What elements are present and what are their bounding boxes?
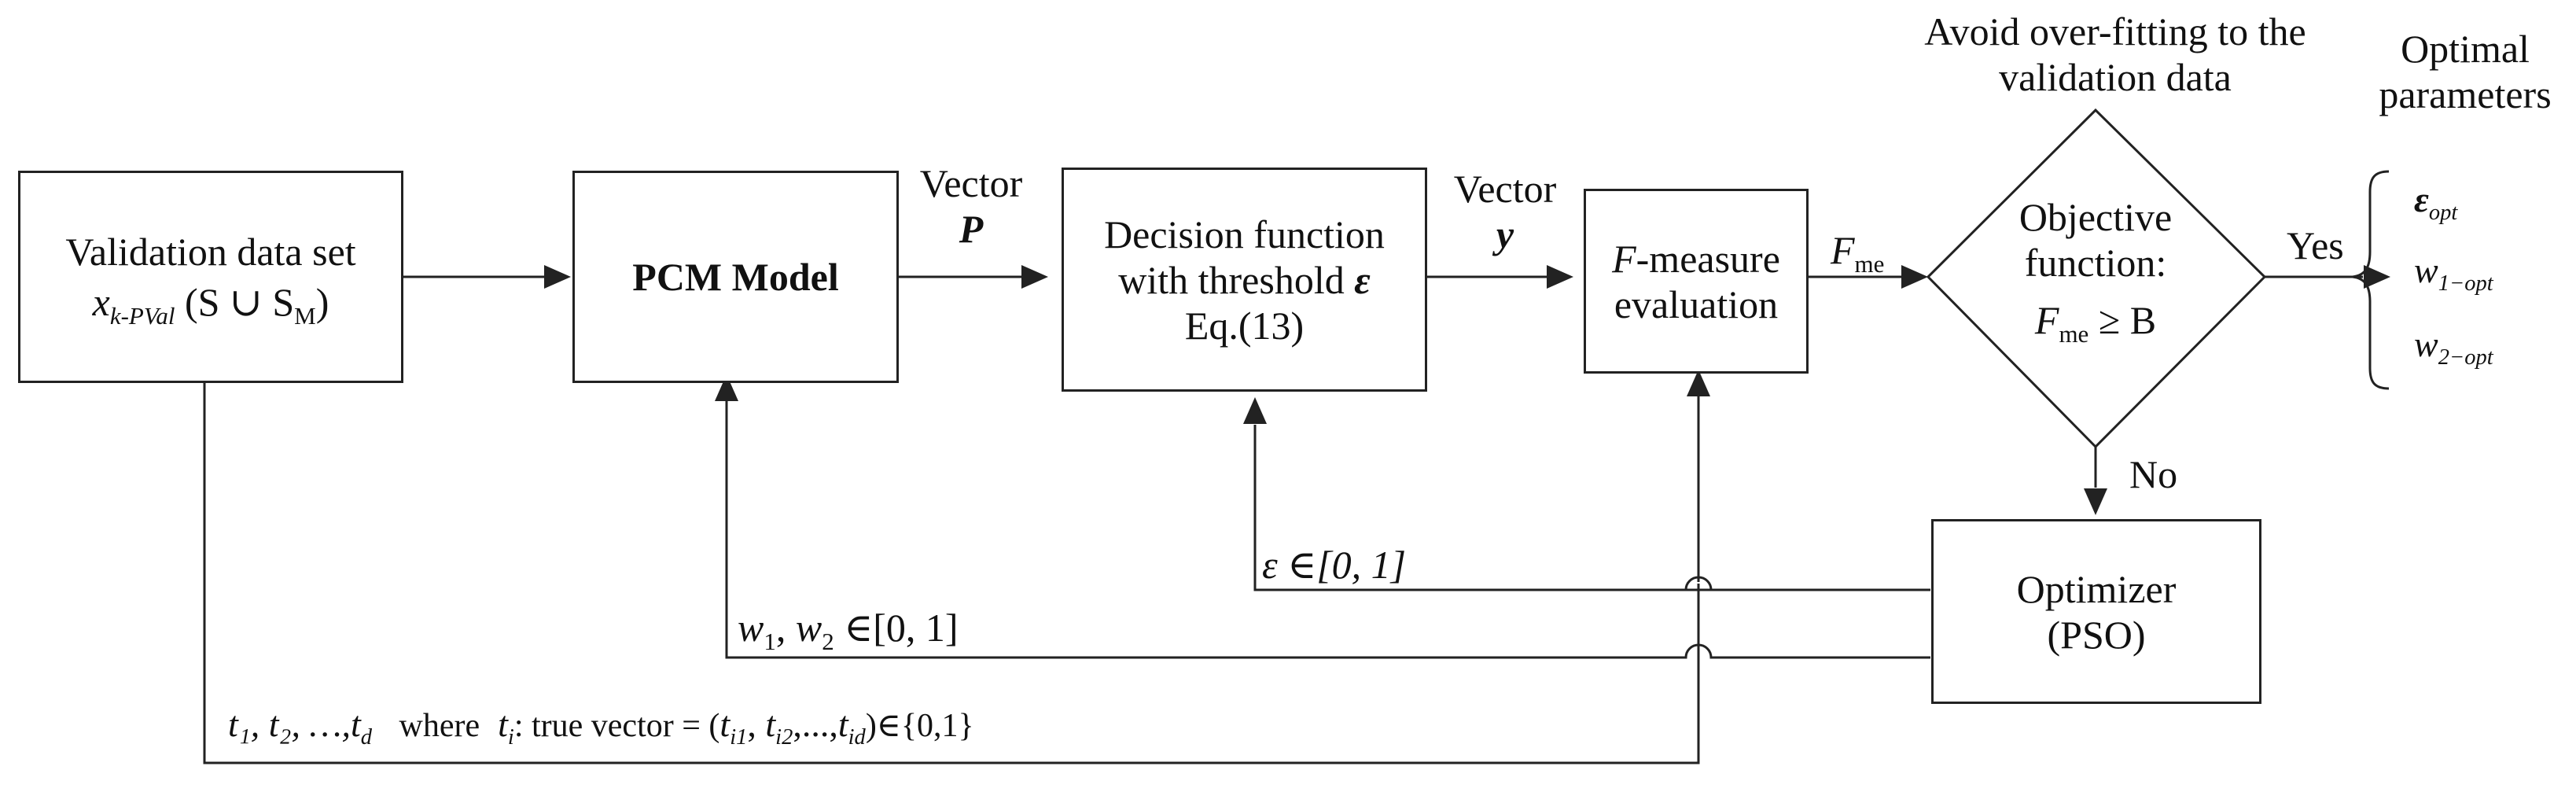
epsilon-range-label: ε ∈[0, 1]	[1262, 543, 1407, 587]
objective-text: Objective function: Fme ≥ B	[2018, 195, 2173, 348]
vector-y-label: Vector y	[1453, 167, 1557, 256]
validation-formula: xk-PVal (S ∪ SM)	[92, 280, 329, 330]
ground-truth-label: t₁, t₂, …,td where ti: true vector = (ti…	[228, 704, 974, 750]
fmeasure-box: F-measure evaluation	[1584, 189, 1809, 374]
optimizer-line2: (PSO)	[2047, 612, 2146, 657]
weights-range-label: w1, w2 ∈[0, 1]	[738, 606, 959, 655]
optimizer-line1: Optimizer	[2016, 566, 2177, 611]
fmeasure-line1: F-measure	[1612, 236, 1780, 281]
ground-truth-line	[203, 374, 1700, 764]
yes-label: Yes	[2287, 223, 2344, 267]
decision-line3: Eq.(13)	[1184, 303, 1305, 348]
output-brace	[2352, 170, 2390, 390]
output-w2-opt: w2−opt	[2414, 324, 2493, 370]
decision-line2: with threshold ε	[1118, 257, 1371, 302]
optimal-parameters-note: Optimal parameters	[2379, 27, 2552, 116]
no-label: No	[2129, 452, 2178, 496]
pcm-model-box: PCM Model	[572, 171, 899, 383]
decision-line1: Decision function	[1104, 212, 1385, 256]
feedback-weights	[725, 385, 1930, 659]
fmeasure-line2: evaluation	[1614, 282, 1779, 326]
decision-function-box: Decision function with threshold ε Eq.(1…	[1062, 168, 1427, 392]
hop-epsilon	[1684, 576, 1713, 591]
validation-data-box: Validation data set xk-PVal (S ∪ SM)	[18, 171, 403, 383]
optimizer-box: Optimizer (PSO)	[1931, 519, 2261, 704]
avoid-overfitting-note: Avoid over-fitting to the validation dat…	[1924, 9, 2306, 99]
output-epsilon-opt: εopt	[2414, 179, 2458, 226]
validation-title: Validation data set	[65, 230, 356, 274]
output-w1-opt: w1−opt	[2414, 250, 2493, 297]
feedback-epsilon	[1253, 425, 1930, 591]
vector-p-label: Vector P	[919, 161, 1023, 251]
objective-diamond	[1926, 108, 2267, 449]
pcm-model-label: PCM Model	[632, 255, 839, 299]
fme-label: Fme	[1831, 228, 1885, 278]
